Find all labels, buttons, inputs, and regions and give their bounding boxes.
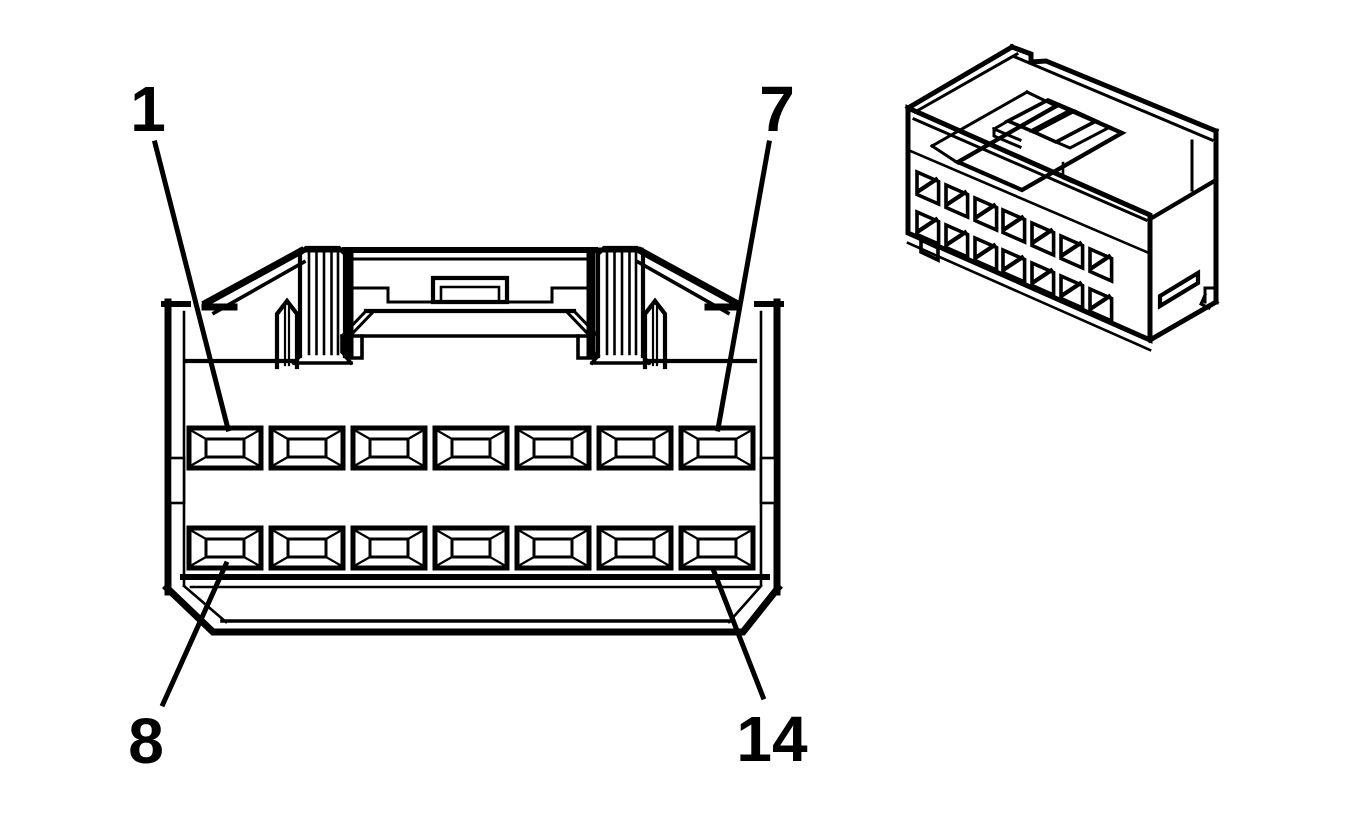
iso-cavity — [1032, 223, 1054, 255]
pointed-post-left — [274, 297, 300, 370]
pin-cavity-10 — [353, 528, 425, 568]
leader-line-pin14 — [709, 565, 767, 701]
pin-cavities-bottom-row — [189, 528, 753, 568]
iso-cavity — [946, 185, 968, 217]
iso-housing-outline — [904, 43, 1220, 352]
latch-tab — [430, 275, 510, 305]
pin-cavity-13 — [599, 528, 671, 568]
pin-cavity-9 — [271, 528, 343, 568]
iso-cavity — [1061, 236, 1083, 268]
front-view: 1 7 8 14 — [128, 73, 808, 777]
iso-latch-mechanism — [929, 89, 1127, 193]
latch-bridge — [339, 247, 601, 360]
left-wall-notch — [168, 456, 186, 505]
pin-cavities-top-row — [189, 428, 753, 468]
pin14-label: 14 — [736, 703, 808, 775]
pin-cavity-14 — [681, 528, 753, 568]
iso-side-slot — [1157, 269, 1201, 310]
pin-cavity-5 — [517, 428, 589, 468]
iso-cavity — [1090, 249, 1112, 281]
leader-line-pin1 — [151, 139, 232, 433]
pin-cavity-12 — [517, 528, 589, 568]
pin-cavity-6 — [599, 428, 671, 468]
leader-line-pin8 — [159, 560, 230, 708]
pin-cavity-2 — [271, 428, 343, 468]
pointed-post-right — [642, 297, 668, 370]
right-wall-notch — [759, 456, 777, 505]
leader-lines — [151, 139, 772, 708]
pin-cavity-3 — [353, 428, 425, 468]
pin-cavity-11 — [435, 528, 507, 568]
isometric-view — [904, 43, 1220, 352]
iso-cavity — [975, 198, 997, 230]
pin1-label: 1 — [130, 73, 166, 145]
iso-cavity — [917, 172, 939, 204]
connector-body-outline — [161, 246, 784, 636]
pin-cavity-1 — [189, 428, 261, 468]
pin7-label: 7 — [759, 73, 795, 145]
leader-line-pin7 — [715, 140, 772, 432]
iso-cavity — [1003, 210, 1025, 242]
pin8-label: 8 — [128, 705, 164, 777]
pin-cavity-4 — [435, 428, 507, 468]
pin-cavity-7 — [681, 428, 753, 468]
